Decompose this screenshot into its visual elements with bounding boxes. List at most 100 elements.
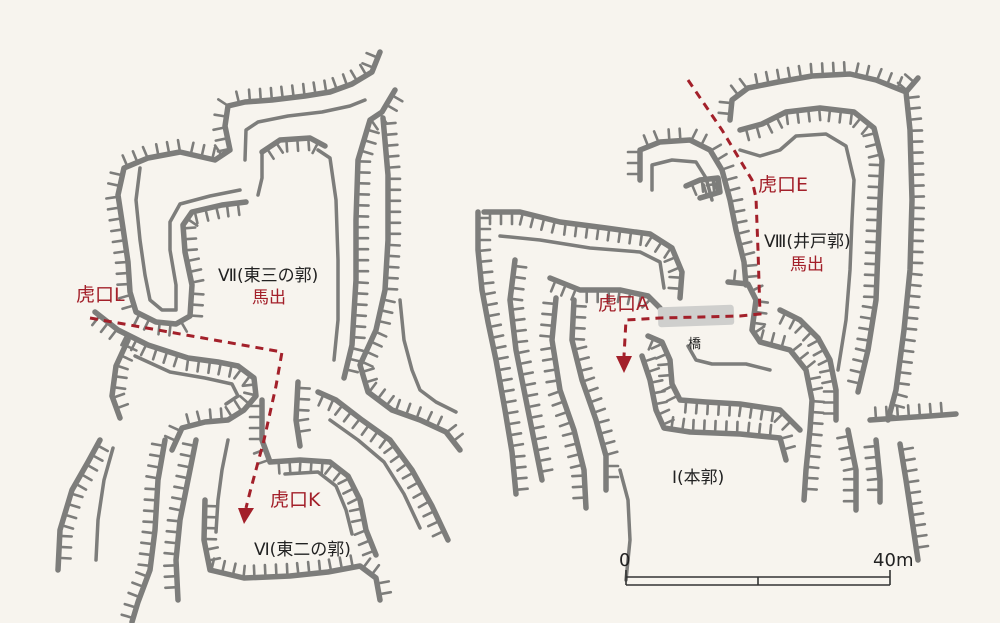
kuchi-l-label: 虎口L	[76, 284, 125, 306]
hatch-tick	[297, 417, 310, 422]
earthwork-line	[686, 344, 772, 372]
hatch-tick	[736, 219, 748, 224]
hatch-tick	[806, 487, 819, 491]
hatch-tick	[861, 304, 874, 309]
hatch-tick	[317, 395, 324, 407]
hatch-tick	[904, 457, 916, 462]
hatch-tick	[143, 498, 156, 502]
hatch-tick	[298, 461, 302, 474]
hatch-tick	[731, 198, 744, 203]
hatch-tick	[362, 150, 374, 156]
hatch-tick	[702, 183, 708, 195]
hatch-tick	[154, 143, 160, 155]
hatch-tick	[650, 343, 662, 350]
route-arrow-a	[616, 356, 632, 373]
hatch-tick	[138, 552, 151, 557]
hatch-tick	[142, 320, 150, 331]
hatch-tick	[813, 399, 826, 404]
hatch-tick	[745, 130, 751, 142]
earthwork-line	[129, 437, 168, 623]
hatch-tick	[759, 409, 764, 421]
hatch-tick	[886, 72, 893, 83]
hatch-tick	[395, 398, 402, 410]
earthwork-line	[777, 307, 839, 423]
hatch-tick	[849, 368, 861, 374]
kuruwa-vii-label: Ⅶ(東三の郭)	[218, 266, 319, 286]
earthwork-line	[259, 397, 379, 558]
earthwork-line	[92, 309, 259, 453]
hatch-tick	[241, 383, 253, 388]
earthwork-line	[133, 354, 240, 406]
hatch-tick	[396, 463, 407, 472]
hatch-tick	[164, 540, 176, 545]
hatch-tick	[163, 434, 175, 442]
hatch-tick	[512, 306, 525, 311]
hatch-tick	[139, 345, 147, 357]
hatch-tick	[185, 359, 190, 372]
hatch-tick	[204, 210, 210, 222]
hatch-tick	[884, 405, 889, 418]
hatch-tick	[188, 219, 199, 227]
hatch-tick	[854, 347, 867, 353]
hatch-tick	[547, 390, 559, 397]
hatch-tick	[306, 560, 311, 573]
hatch-tick	[516, 476, 528, 480]
hatch-tick	[569, 464, 582, 469]
hatch-tick	[535, 435, 548, 441]
hatch-tick	[896, 393, 908, 399]
hatch-tick	[518, 349, 530, 355]
hatch-tick	[514, 317, 526, 322]
earthwork-line	[507, 257, 545, 483]
earthwork-line	[725, 279, 815, 503]
hatch-tick	[290, 84, 295, 96]
hatch-tick	[541, 357, 554, 362]
hatch-tick	[277, 463, 281, 475]
hatch-tick	[241, 376, 250, 387]
hatch-tick	[681, 417, 686, 430]
hatch-tick	[657, 362, 669, 367]
hatch-tick	[902, 349, 915, 354]
hatch-tick	[372, 563, 381, 574]
hatch-tick	[516, 339, 529, 344]
hatch-tick	[908, 95, 920, 99]
hatch-tick	[114, 260, 127, 265]
hatch-tick	[144, 487, 156, 491]
hatch-tick	[219, 407, 223, 419]
hatch-tick	[549, 281, 556, 293]
hatch-tick	[587, 386, 599, 393]
hatch-tick	[386, 132, 398, 136]
hatch-tick	[122, 355, 134, 362]
hatch-tick	[718, 100, 731, 105]
hatch-tick	[150, 442, 163, 447]
hatch-tick	[572, 496, 584, 500]
hatch-tick	[320, 463, 324, 475]
hatch-tick	[755, 325, 766, 333]
hatch-tick	[332, 471, 341, 482]
hatch-tick	[349, 69, 357, 80]
hatch-tick	[226, 206, 230, 218]
hatch-tick	[759, 329, 765, 341]
hatch-tick	[207, 546, 219, 551]
hatch-tick	[385, 121, 397, 125]
hatch-tick	[195, 410, 201, 422]
earthwork-line	[639, 353, 789, 463]
hatch-tick	[386, 287, 399, 291]
hatch-tick	[668, 275, 680, 279]
hatch-tick	[775, 68, 781, 81]
hatch-tick	[849, 113, 853, 125]
hatch-tick	[910, 117, 923, 121]
hatch-tick	[207, 362, 211, 375]
hatch-tick	[228, 366, 233, 378]
hatch-tick	[361, 61, 373, 68]
earthwork-line	[737, 105, 885, 395]
hatch-tick	[208, 408, 212, 420]
hatch-tick	[561, 432, 574, 437]
route-arrow-k	[238, 508, 254, 524]
hatch-tick	[757, 422, 762, 435]
hatch-tick	[836, 435, 848, 440]
hatch-tick	[63, 524, 75, 530]
hatch-tick	[362, 361, 374, 368]
hatch-tick	[276, 143, 285, 154]
hatch-tick	[417, 501, 429, 509]
hatch-tick	[126, 345, 138, 352]
